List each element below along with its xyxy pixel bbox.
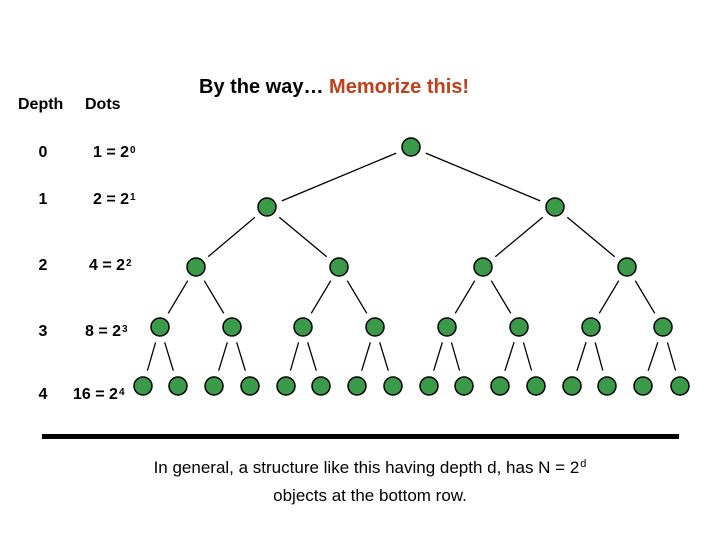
tree-node: [150, 317, 170, 337]
tree-node: [240, 376, 260, 396]
tree-node: [670, 376, 690, 396]
tree-edge: [425, 152, 541, 202]
tree-node: [329, 257, 349, 277]
tree-edge: [289, 342, 300, 371]
tree-edge: [218, 342, 228, 371]
tree-node: [653, 317, 673, 337]
tree-node: [526, 376, 546, 396]
tree-node: [365, 317, 385, 337]
tree-node: [597, 376, 617, 396]
depth-value: 0: [38, 144, 48, 161]
tree-node: [581, 317, 601, 337]
page-title: By the way… Memorize this!: [199, 76, 469, 99]
tree-node: [509, 317, 529, 337]
tree-node: [347, 376, 367, 396]
tree-node: [633, 376, 653, 396]
tree-edge: [379, 342, 389, 371]
tree-node: [617, 257, 637, 277]
tree-node: [293, 317, 313, 337]
title-accent: Memorize this!: [329, 76, 470, 98]
tree-edge: [576, 342, 587, 371]
tree-node: [473, 257, 493, 277]
tree-edge: [504, 342, 515, 371]
dots-value: 4 = 22: [89, 257, 132, 275]
tree-edge: [598, 280, 620, 314]
tree-edge: [236, 342, 246, 371]
divider-rule: [42, 434, 679, 439]
dots-value: 2 = 21: [93, 191, 136, 209]
dots-formula: 2 = 2: [93, 191, 130, 208]
tree-edge: [361, 342, 371, 371]
tree-edge: [167, 280, 189, 314]
tree-node: [257, 197, 277, 217]
tree-node: [311, 376, 331, 396]
depth-value: 3: [38, 323, 48, 340]
dots-value: 16 = 24: [73, 386, 125, 404]
tree-edge: [450, 342, 461, 371]
dots-formula: 16 = 2: [73, 386, 118, 403]
tree-edge: [146, 342, 157, 371]
tree-edge: [634, 280, 656, 314]
tree-edge: [164, 342, 174, 371]
tree-edge: [494, 216, 544, 258]
dots-formula: 4 = 2: [89, 257, 126, 274]
tree-node: [186, 257, 206, 277]
caption-exponent: d: [580, 458, 587, 470]
depth-value: 1: [38, 191, 48, 208]
dots-exponent: 4: [118, 387, 125, 398]
tree-node: [401, 137, 421, 157]
tree-node: [419, 376, 439, 396]
tree-node: [454, 376, 474, 396]
tree-edge: [278, 216, 328, 258]
tree-edge: [281, 152, 397, 202]
tree-edge: [666, 342, 677, 371]
tree-node: [383, 376, 403, 396]
tree-edge: [647, 341, 659, 372]
tree-node: [562, 376, 582, 396]
depth-value: 4: [38, 386, 48, 403]
tree-node: [437, 317, 457, 337]
tree-edge: [433, 342, 443, 371]
dots-value: 8 = 23: [85, 323, 128, 341]
tree-edge: [310, 280, 332, 314]
caption: In general, a structure like this having…: [100, 455, 640, 509]
depth-value: 2: [38, 257, 48, 274]
caption-line-2: objects at the bottom row.: [273, 486, 467, 505]
dots-exponent: 3: [122, 324, 128, 335]
tree-node: [204, 376, 224, 396]
tree-edge: [522, 342, 533, 371]
dots-value: 1 = 20: [93, 144, 136, 162]
tree-node: [133, 376, 153, 396]
dots-formula: 1 = 2: [93, 144, 130, 161]
dots-column-header: Dots: [85, 96, 121, 113]
caption-line-1: In general, a structure like this having…: [100, 455, 640, 483]
tree-edge: [307, 342, 317, 371]
tree-edge: [566, 216, 616, 258]
tree-node: [490, 376, 510, 396]
caption-text: In general, a structure like this having…: [153, 458, 580, 477]
tree-node: [222, 317, 242, 337]
tree-edge: [346, 280, 368, 314]
depth-column-header: Depth: [18, 96, 64, 113]
tree-node: [545, 197, 565, 217]
dots-exponent: 1: [130, 192, 136, 203]
tree-edge: [203, 280, 225, 314]
dots-exponent: 0: [130, 145, 136, 156]
tree-edge: [594, 342, 604, 371]
dots-exponent: 2: [126, 258, 132, 269]
tree-edge: [207, 216, 256, 258]
tree-node: [168, 376, 188, 396]
tree-edge: [454, 280, 476, 314]
dots-formula: 8 = 2: [85, 323, 122, 340]
tree-edge: [490, 280, 512, 314]
title-prefix: By the way…: [199, 76, 330, 98]
tree-node: [276, 376, 296, 396]
